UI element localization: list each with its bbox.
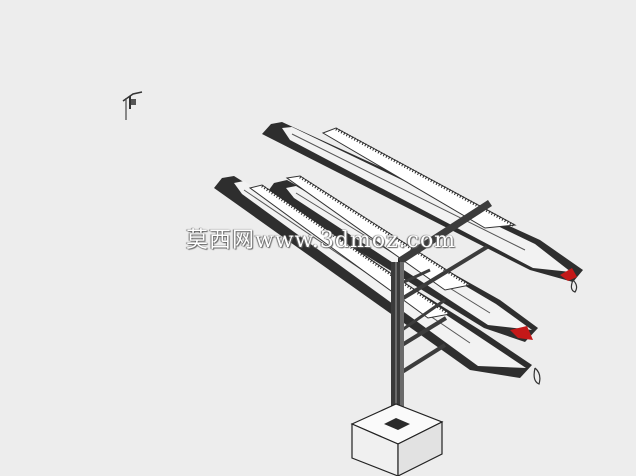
boat-hull-back [262,122,583,293]
view-gizmo-icon [122,91,143,120]
boat-hull-front [214,176,541,385]
concrete-base [350,403,444,476]
bow-accent-back [560,268,577,281]
bow-accent-middle [510,326,533,340]
watermark-text: 莫西网www.3dmoz.com [186,228,457,253]
rack-frame [391,200,492,422]
